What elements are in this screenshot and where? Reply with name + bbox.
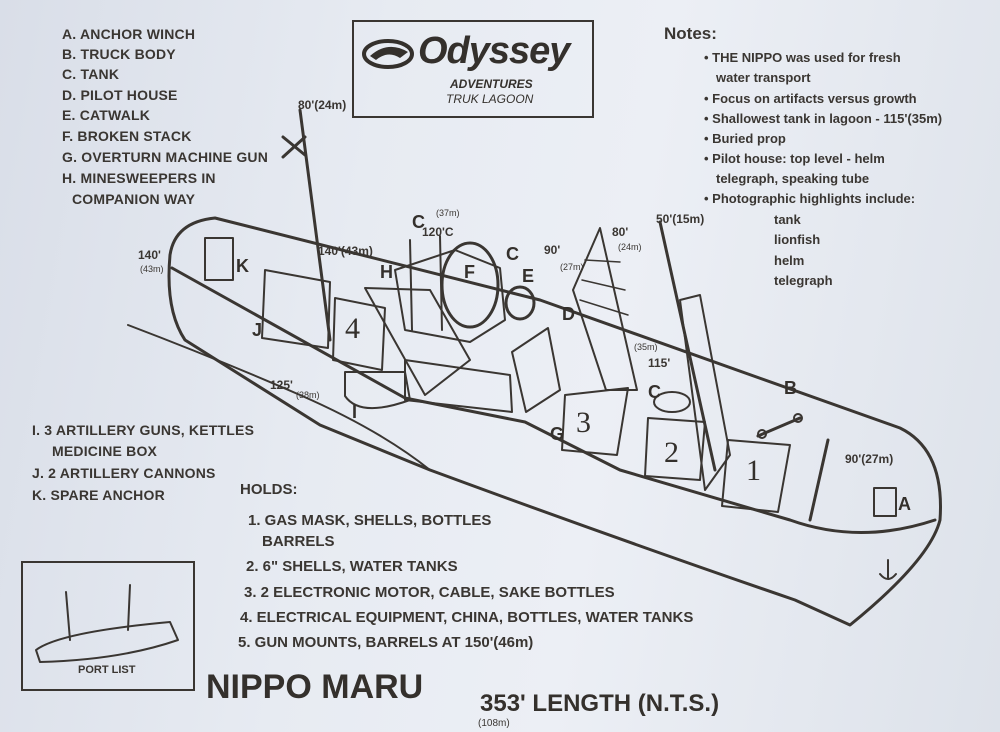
hold-line: 2. 6" SHELLS, WATER TANKS — [246, 556, 458, 577]
wreck-length-m: (108m) — [478, 718, 510, 729]
depth-aft-deck-m: (38m) — [296, 390, 320, 400]
depth-stern: 140' — [138, 248, 161, 262]
depth-bow-mast: 50'(15m) — [656, 212, 704, 226]
hold-number-3: 3 — [576, 406, 591, 440]
legend-item-i-cont: MEDICINE BOX — [52, 441, 157, 461]
depth-mid-m: (27m) — [560, 262, 584, 272]
depth-aft-deck: 125' — [270, 378, 293, 392]
depth-aft-mast: 80'(24m) — [298, 98, 346, 112]
depth-fwd-mast-m: (24m) — [618, 242, 642, 252]
depth-mid: 90' — [544, 243, 560, 257]
hold-line: BARRELS — [262, 531, 335, 552]
inset-label: PORT LIST — [78, 664, 135, 676]
depth-tank-m: (35m) — [634, 342, 658, 352]
label-h: H — [380, 262, 393, 283]
hold-number-2: 2 — [664, 436, 679, 470]
legend-item-j: J. 2 ARTILLERY CANNONS — [32, 463, 216, 483]
depth-stern-m: (43m) — [140, 264, 164, 274]
label-b: B — [784, 378, 797, 399]
legend-item-k: K. SPARE ANCHOR — [32, 485, 165, 505]
depth-hold4: 140'(43m) — [318, 244, 373, 258]
depth-bow: 90'(27m) — [845, 452, 893, 466]
label-c-mid: C — [506, 244, 519, 265]
depth-stack: 120'C — [422, 225, 454, 239]
label-a: A — [898, 494, 911, 515]
depth-tank: 115' — [648, 356, 670, 370]
holds-title: HOLDS: — [240, 481, 298, 498]
depth-stack-m: (37m) — [436, 208, 460, 218]
label-j: J — [252, 320, 262, 341]
wreck-title: NIPPO MARU — [206, 668, 423, 707]
label-g: G — [550, 424, 564, 445]
label-f: F — [464, 262, 475, 283]
hold-line: 1. GAS MASK, SHELLS, BOTTLES — [248, 510, 491, 531]
label-c-tank: C — [648, 382, 661, 403]
label-e: E — [522, 266, 534, 287]
hold-line: 3. 2 ELECTRONIC MOTOR, CABLE, SAKE BOTTL… — [244, 582, 615, 603]
hold-line: 4. ELECTRICAL EQUIPMENT, CHINA, BOTTLES,… — [240, 607, 693, 628]
hold-line: 5. GUN MOUNTS, BARRELS AT 150'(46m) — [238, 632, 533, 653]
wreck-length: 353' LENGTH (N.T.S.) — [480, 690, 719, 718]
hold-number-1: 1 — [746, 454, 761, 488]
label-c-stack: C — [412, 212, 425, 233]
legend-item-i: I. 3 ARTILLERY GUNS, KETTLES — [32, 420, 254, 440]
label-d: D — [562, 304, 575, 325]
label-i: I — [352, 402, 357, 423]
depth-fwd-mast: 80' — [612, 225, 628, 239]
hold-number-4: 4 — [345, 312, 360, 346]
label-k: K — [236, 256, 249, 277]
